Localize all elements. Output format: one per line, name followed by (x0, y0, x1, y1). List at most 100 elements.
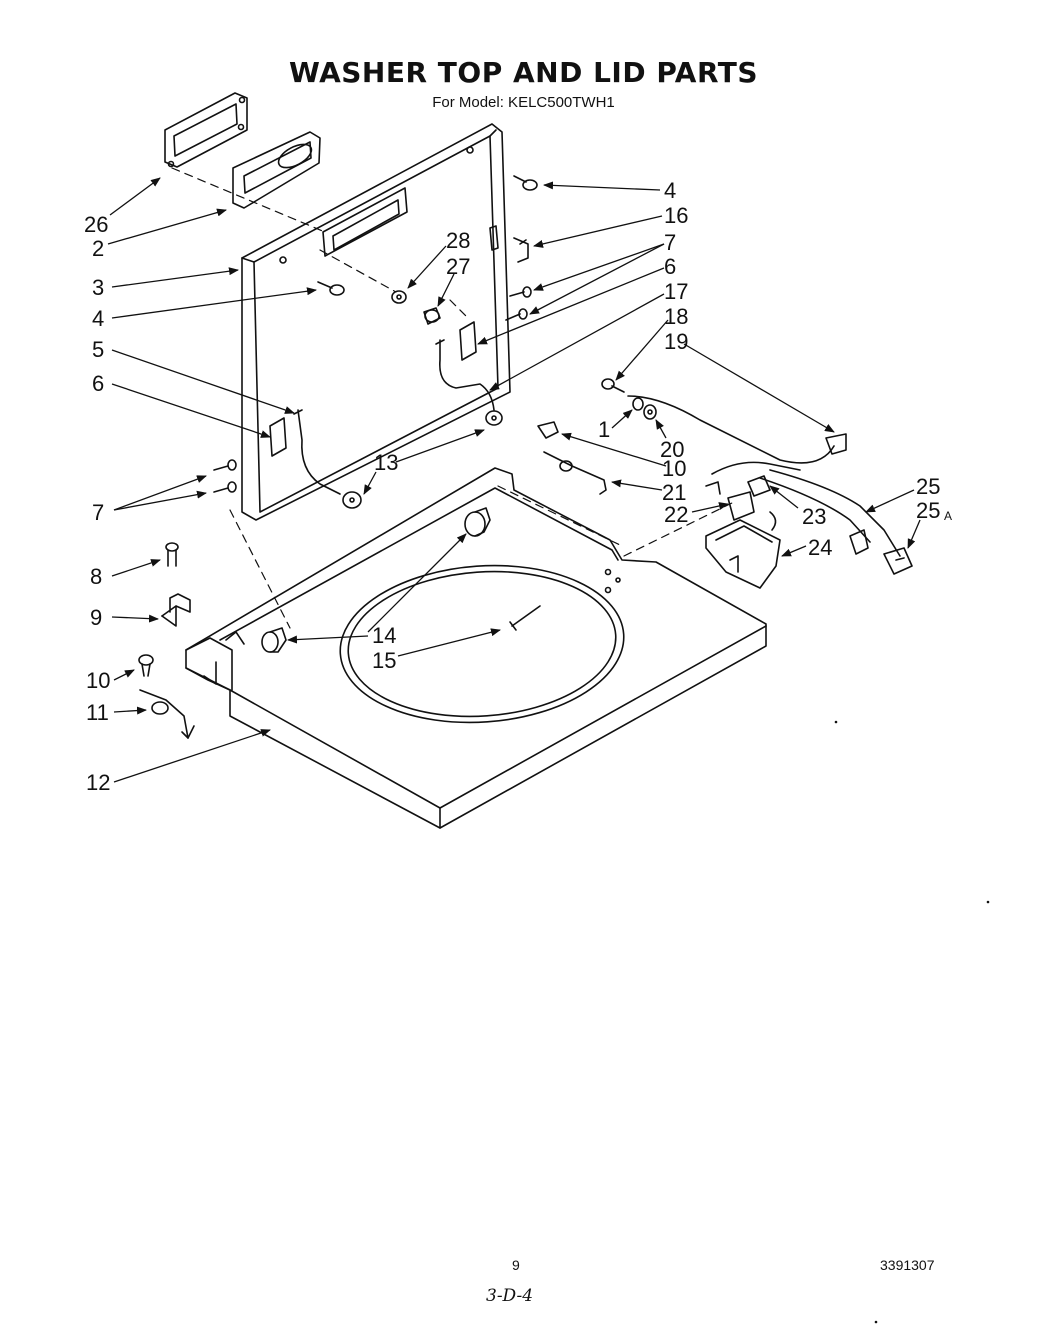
leader-18 (615, 319, 669, 381)
lid-switch-bracket-9 (161, 593, 191, 627)
callout-14: 14 (372, 623, 396, 648)
leader-13-right (395, 429, 485, 463)
callout-12: 12 (86, 770, 110, 795)
callout-27: 27 (446, 254, 470, 279)
lid-switch-23 (711, 461, 801, 531)
leader-21 (611, 479, 663, 491)
actuator-10-left (138, 654, 154, 677)
washer-top-panel (185, 467, 767, 829)
leader-16 (533, 215, 663, 248)
callout-21: 21 (662, 480, 686, 505)
leader-4-right (543, 181, 661, 191)
callout-19: 19 (664, 329, 688, 354)
screw-18 (601, 378, 625, 393)
washer-28 (391, 290, 407, 304)
callout-5: 5 (92, 337, 104, 362)
screw-8 (165, 542, 179, 567)
bumper-14-rear (464, 507, 491, 537)
callout-2: 2 (92, 236, 104, 261)
callout-4-left: 4 (92, 306, 104, 331)
leader-6-left (111, 383, 271, 438)
bumper-13-right (485, 410, 503, 426)
leader-27 (437, 273, 455, 307)
callout-11: 11 (86, 700, 109, 725)
nut-20 (643, 404, 657, 420)
hinge-rod-17 (435, 339, 495, 411)
leader-23 (769, 485, 799, 509)
switch-cover-24 (705, 519, 781, 589)
leader-7-left-b (113, 490, 207, 511)
leader-24 (781, 545, 807, 557)
hinge-16 (513, 237, 529, 263)
callout-13: 13 (374, 450, 398, 475)
switch-22 (705, 481, 755, 521)
actuator-10-right (537, 421, 559, 439)
hinge-plate-6-left (269, 417, 287, 457)
leader-14-front (287, 635, 369, 644)
leader-25a (907, 519, 921, 549)
spring-21 (543, 451, 607, 495)
screws-7-right (505, 286, 532, 321)
callout-4-right: 4 (664, 178, 676, 203)
leader-20 (655, 419, 667, 439)
callout-9: 9 (90, 605, 102, 630)
callout-10-right: 10 (662, 456, 686, 481)
callout-7-right: 7 (664, 230, 676, 255)
leader-8 (111, 559, 161, 577)
leader-7-right-a (533, 243, 665, 291)
leader-17 (489, 293, 665, 391)
callout-20: 20 (660, 437, 684, 462)
washer-1 (632, 397, 644, 411)
leader-22 (691, 502, 729, 513)
leader-13-left (363, 471, 377, 495)
lid-bumper-upper (317, 281, 345, 296)
hinge-rod-5 (293, 409, 341, 495)
callout-26: 26 (84, 212, 108, 237)
callout-24: 24 (808, 535, 832, 560)
lid-bumper-right (513, 175, 538, 191)
callout-1: 1 (598, 417, 610, 442)
callout-25a: 25 (916, 498, 940, 523)
screws-7-left (213, 459, 237, 493)
callout-6-left: 6 (92, 371, 104, 396)
page-number: 9 (512, 1257, 520, 1273)
wire-harness-19 (627, 395, 847, 464)
bezel (232, 131, 321, 209)
screw-15 (509, 605, 541, 631)
leader-2 (107, 208, 227, 245)
spring-11 (139, 689, 195, 739)
connector-25a (883, 547, 913, 575)
leader-28 (407, 245, 447, 289)
leader-3 (111, 267, 239, 288)
callout-25: 25 (916, 474, 940, 499)
wire-harness-25 (759, 469, 901, 557)
leader-12 (113, 729, 271, 783)
bumper-14-front (261, 627, 287, 653)
callout-28: 28 (446, 228, 470, 253)
nut-27 (423, 307, 441, 325)
callout-23: 23 (802, 504, 826, 529)
bumper-13-left (342, 491, 362, 509)
leader-9 (111, 614, 159, 623)
leader-15 (397, 628, 501, 657)
callout-15: 15 (372, 648, 396, 673)
callout-25a-suffix: A (944, 509, 952, 523)
callout-6-right: 6 (664, 254, 676, 279)
callout-7-left: 7 (92, 500, 104, 525)
callout-18: 18 (664, 304, 688, 329)
part-number: 3391307 (880, 1257, 935, 1273)
leader-25 (865, 489, 915, 513)
leader-4-left (111, 287, 317, 319)
hinge-plate-6-right (459, 321, 477, 361)
callout-22: 22 (664, 502, 688, 527)
callout-10-left: 10 (86, 668, 110, 693)
handwritten-note: 3-D-4 (486, 1286, 534, 1306)
leader-14-rear (367, 533, 467, 633)
leader-10-right (561, 432, 667, 467)
leader-26 (109, 177, 161, 216)
leader-7-left-a (113, 475, 207, 511)
callout-3: 3 (92, 275, 104, 300)
callout-8: 8 (90, 564, 102, 589)
